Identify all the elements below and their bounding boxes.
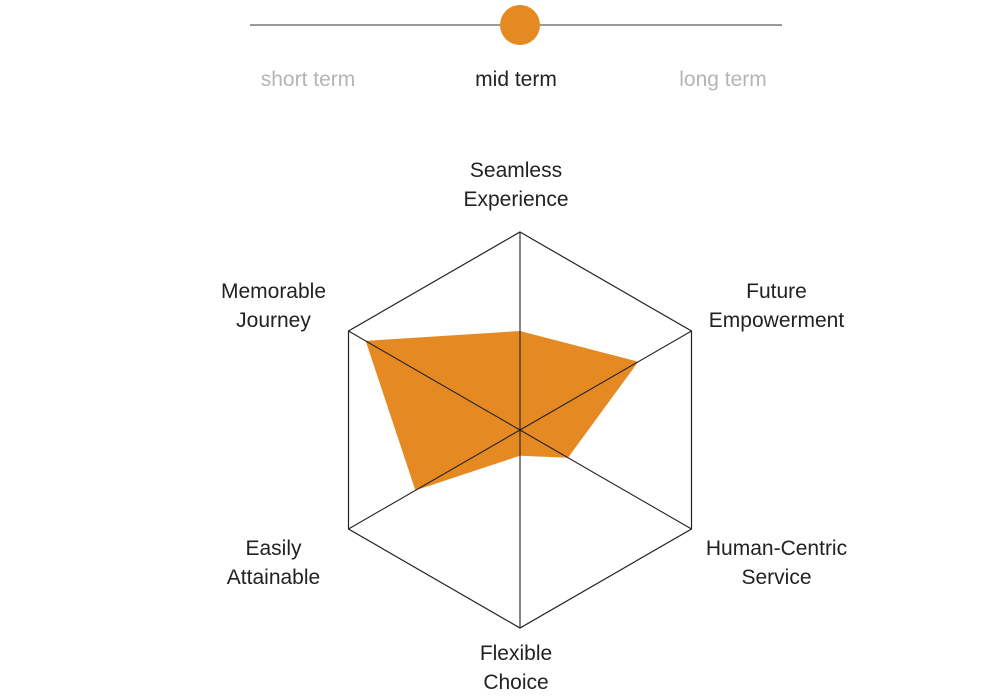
radar-spokes (348, 232, 692, 628)
timeline-option-short-term[interactable]: short term (261, 68, 356, 91)
axis-label-line: Choice (483, 671, 548, 694)
timeline-selector[interactable]: short term mid term long term (250, 5, 782, 91)
radar-value-area (365, 331, 639, 491)
axis-label-line: Seamless (470, 159, 562, 182)
radar-spoke (519, 330, 692, 431)
timeline-handle[interactable] (500, 5, 540, 45)
radar-spoke (348, 429, 521, 530)
axis-label-line: Service (741, 566, 811, 589)
axis-label-line: Future (746, 280, 807, 303)
radar-spoke (519, 429, 692, 530)
timeline-option-mid-term[interactable]: mid term (475, 68, 557, 91)
axis-label-line: Empowerment (709, 309, 845, 332)
axis-label-line: Memorable (221, 280, 326, 303)
axis-label-line: Experience (463, 188, 568, 211)
radar-spoke (348, 330, 521, 431)
axis-label-line: Easily (245, 537, 302, 560)
axis-label-line: Attainable (227, 566, 320, 589)
axis-label-line: Human-Centric (706, 537, 847, 560)
axis-label-line: Journey (236, 309, 311, 332)
axis-label-line: Flexible (480, 642, 552, 665)
timeline-option-long-term[interactable]: long term (679, 68, 767, 91)
